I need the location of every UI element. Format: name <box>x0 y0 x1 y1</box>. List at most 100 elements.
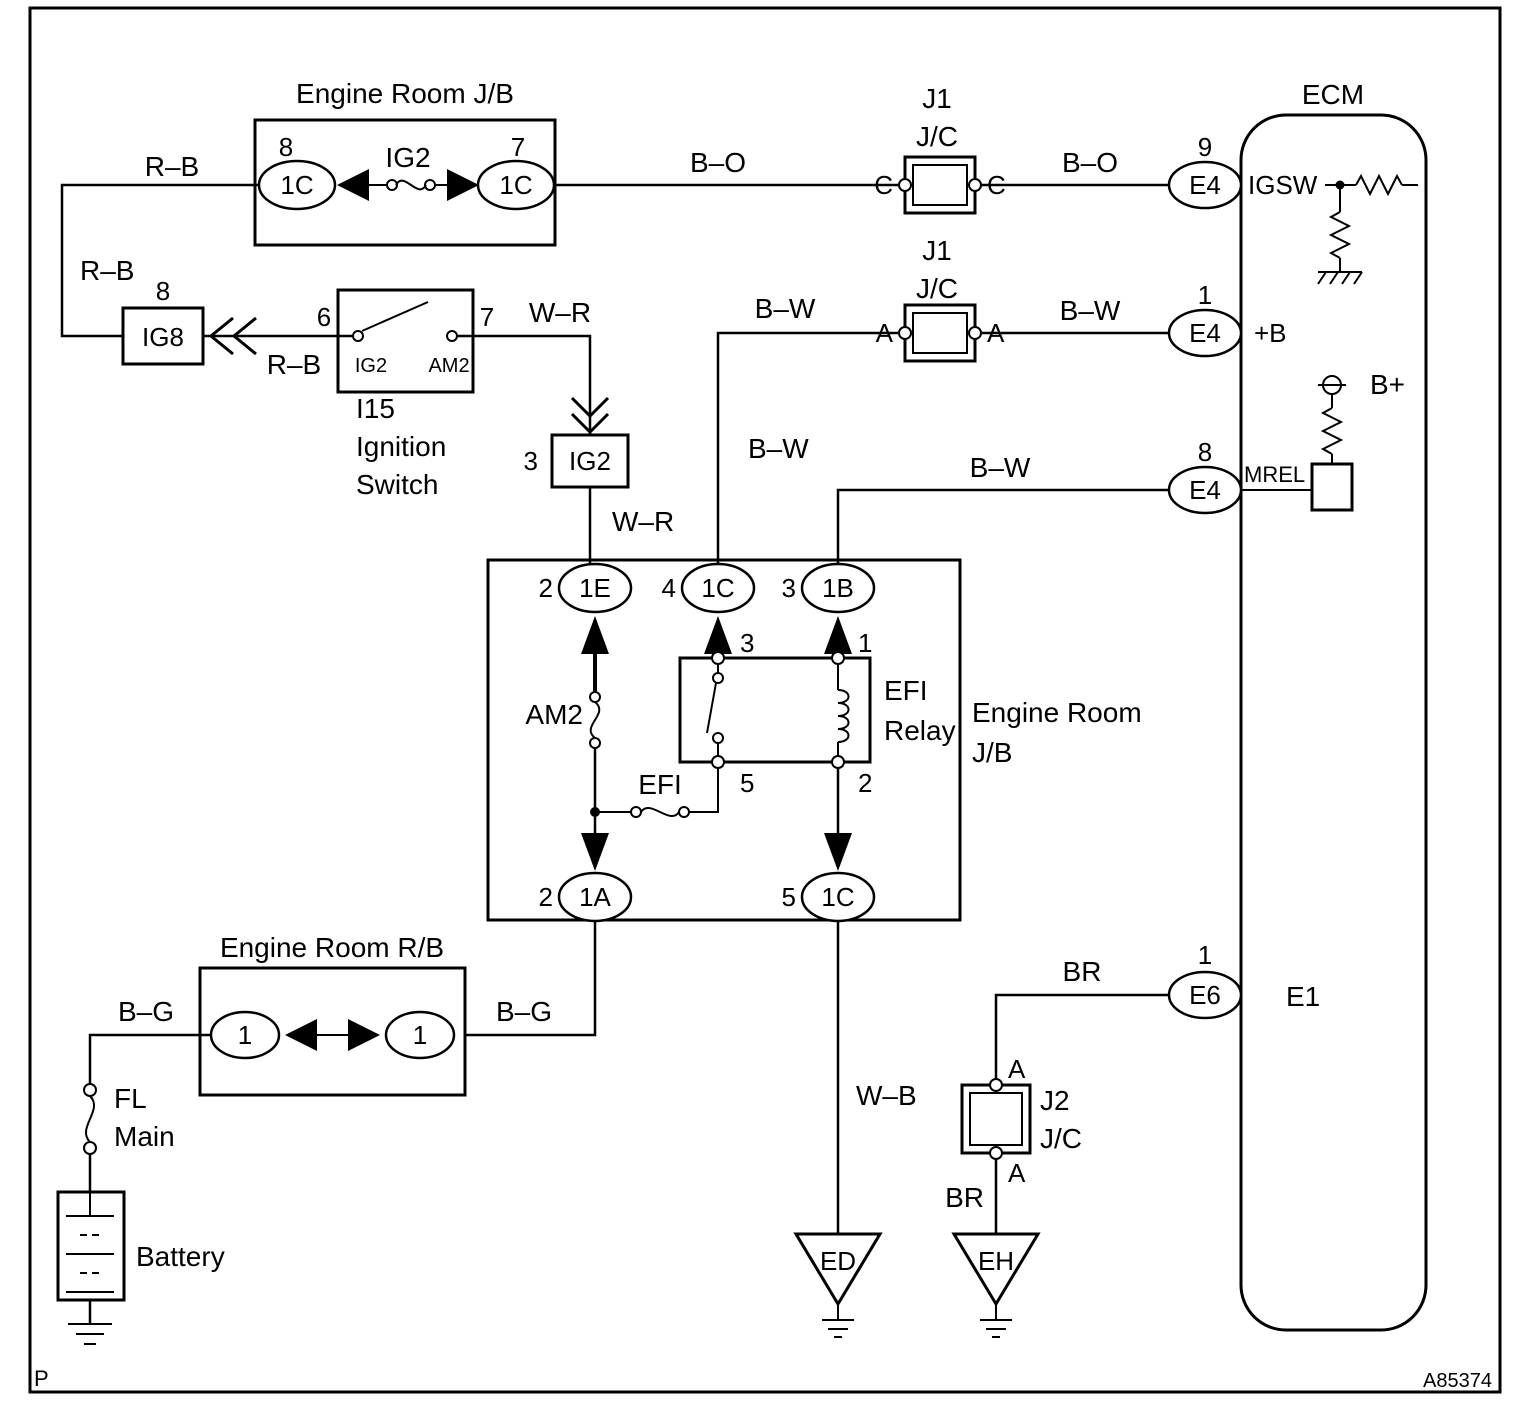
ignition-switch: 6 7 IG2 AM2 I15 Ignition Switch <box>317 288 494 500</box>
jc-code: J2 <box>1040 1085 1070 1116</box>
ground-hatch-icon <box>1317 271 1363 285</box>
connector-oval <box>680 562 756 614</box>
pin-letter: C <box>987 170 1006 200</box>
pin-letter: A <box>1008 1158 1026 1188</box>
fusible-link-icon <box>84 1095 96 1143</box>
ig2-box <box>550 433 630 489</box>
component-code: I15 <box>356 393 395 424</box>
wire-color-label: R–B <box>267 349 321 380</box>
jc-terminal <box>898 178 912 192</box>
j2-junction-connector: A A J2 J/C <box>960 1054 1082 1188</box>
fuse-terminal <box>630 806 642 818</box>
ground-point-eh: EH <box>951 1232 1041 1338</box>
pin-number: 6 <box>317 302 331 332</box>
switch-terminal <box>352 330 364 342</box>
wire-color-label: W–R <box>612 506 674 537</box>
pin-number: 1 <box>1198 940 1212 970</box>
connector-oval <box>1167 160 1243 210</box>
switch-box <box>336 288 475 394</box>
arrow-left-icon <box>285 1019 317 1051</box>
figure-ref: A85374 <box>1423 1370 1492 1392</box>
connector-oval <box>557 871 633 923</box>
jc-terminal <box>898 326 912 340</box>
jc-code: J1 <box>922 83 952 114</box>
wire-bg-left <box>88 1033 245 1084</box>
wire-color-label: B–W <box>748 433 809 464</box>
connector-label: E4 <box>1189 318 1221 348</box>
outer-border <box>28 6 1502 1394</box>
pin-number: 2 <box>539 573 553 603</box>
bottom-rb-title: Engine Room R/B <box>220 932 444 963</box>
page-marker: P <box>34 1366 49 1391</box>
resistor-icon <box>1355 173 1403 197</box>
wire-wr <box>457 334 592 435</box>
pin-number: 2 <box>539 882 553 912</box>
chevron-down-icon <box>570 412 610 435</box>
wire-br-top <box>994 993 1169 1085</box>
wire-labels: R–B R–B R–B B–O B–O W–R W–R B–W B–W B–W … <box>80 147 1121 1213</box>
jc-terminal <box>989 1078 1003 1092</box>
connector-label: 1 <box>238 1020 252 1050</box>
pin-number: 7 <box>511 132 525 162</box>
fl-label: FL <box>114 1083 147 1114</box>
wire-color-label: W–R <box>529 297 591 328</box>
wire-color-label: R–B <box>80 255 134 286</box>
relay-contact <box>712 732 724 744</box>
pin-letter: C <box>874 170 893 200</box>
ecm-pins: 9 E4 IGSW 1 E4 +B B+ 8 E4 MREL 1 E6 E <box>1167 132 1418 1020</box>
ecm-pin-name: MREL <box>1244 462 1305 487</box>
ecm-pin-name: +B <box>1254 318 1287 348</box>
wire-color-label: B–G <box>496 996 552 1027</box>
arrow-right-icon <box>447 169 479 201</box>
pin-number: 7 <box>480 302 494 332</box>
connector-oval <box>800 562 876 614</box>
connector-label: 1C <box>499 170 532 200</box>
pin-number: 5 <box>782 882 796 912</box>
ig8-box <box>121 306 205 366</box>
fuse-terminal <box>678 806 690 818</box>
relay-pin-number: 5 <box>740 768 754 798</box>
jc-inner-box <box>912 164 968 206</box>
component-name: Ignition <box>356 431 446 462</box>
jc-type: J/C <box>1040 1123 1082 1154</box>
relay-pin-number: 2 <box>858 768 872 798</box>
chevron-left-icon <box>208 316 234 356</box>
fuse-label: EFI <box>638 769 682 800</box>
connector-oval <box>257 159 337 211</box>
connector-label: E4 <box>1189 170 1221 200</box>
resistor-icon <box>1320 407 1344 455</box>
wire-bg-right <box>465 921 597 1037</box>
relay-driver-box <box>1310 462 1354 512</box>
jc-inner-box <box>969 1092 1023 1146</box>
jc-type: J/C <box>916 121 958 152</box>
wire-rb <box>60 183 297 338</box>
connector-label: 1A <box>579 882 611 912</box>
fuse-element-icon <box>589 701 601 739</box>
arrow-up-icon <box>824 616 852 654</box>
battery-label: Battery <box>136 1241 225 1272</box>
relay-pin-number: 1 <box>858 628 872 658</box>
wire-color-label: B–O <box>690 147 746 178</box>
connector-oval <box>209 1010 281 1060</box>
pin-number: 8 <box>279 132 293 162</box>
connector-label: E6 <box>1189 980 1221 1010</box>
fuse-element-icon <box>395 179 427 191</box>
junction-block-box <box>486 558 962 922</box>
chevron-down-icon <box>570 396 610 419</box>
relay-contact <box>712 672 724 684</box>
wire-color-label: B–W <box>1060 295 1121 326</box>
connector-label: 1E <box>579 573 611 603</box>
jc-terminal <box>989 1146 1003 1160</box>
arrow-up-icon <box>704 616 732 654</box>
center-engine-room-jb: AM2 EFI 3 1 5 2 EFI Relay <box>486 558 1142 923</box>
connector-oval <box>1167 465 1243 515</box>
relay-name: EFI <box>884 675 928 706</box>
ground-triangle <box>793 1232 883 1307</box>
fl-main-fusible-link: FL Main <box>83 1083 175 1155</box>
pin-number: 8 <box>156 276 170 306</box>
battery: Battery <box>56 1190 225 1345</box>
ecm-title: ECM <box>1302 79 1364 110</box>
jb-name: J/B <box>972 737 1012 768</box>
wire-segment <box>689 768 719 813</box>
